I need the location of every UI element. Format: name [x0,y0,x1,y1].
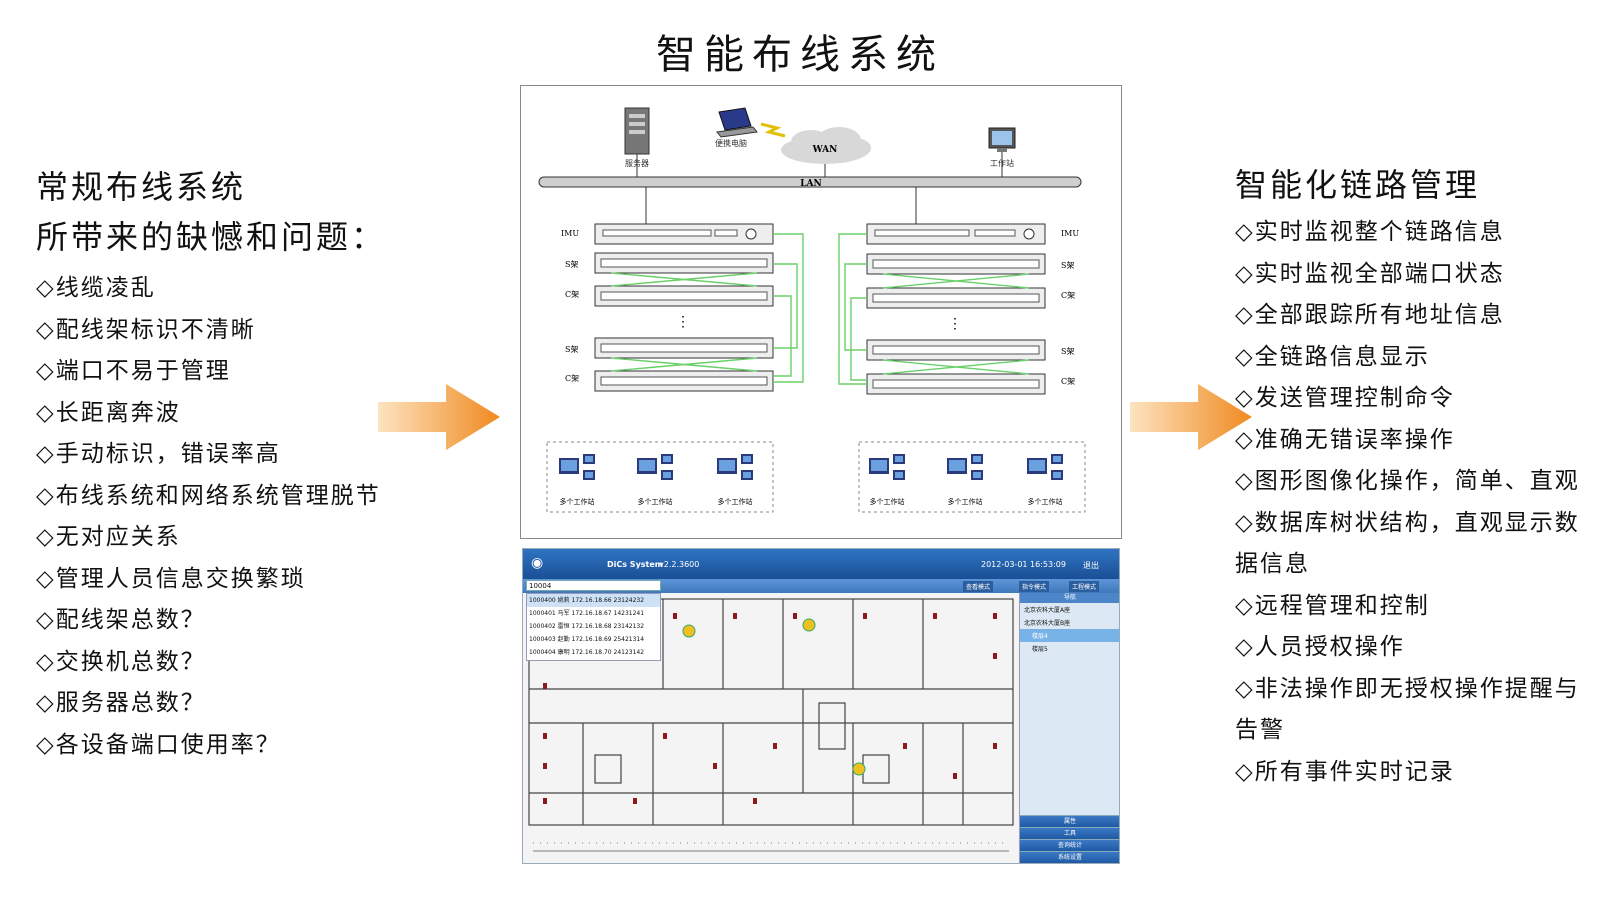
list-item: ◇发送管理控制命令 [1235,385,1455,411]
c-label-right-2: C架 [1061,377,1075,386]
workstation-group-icons [559,454,1063,480]
list-item: ◇端口不易于管理 [36,358,231,384]
list-item: ◇服务器总数？ [36,690,206,716]
tab-engineering[interactable]: 工程模式 [1069,581,1100,592]
list-item[interactable]: 1000404 康明 172.16.18.70 24123142 [529,649,645,656]
lightning-icon [760,122,786,138]
management-software-screenshot: ◉ DiCs System v2.2.3600 2012-03-01 16:53… [522,548,1120,864]
list-item: ◇远程管理和控制 [1235,592,1430,619]
list-item: ◇图形图像化操作，简单、直观 [1235,468,1580,494]
properties-button[interactable]: 属性 [1020,815,1119,827]
wifi-icon: ◉ [531,555,544,571]
s-label-right-1: S架 [1061,261,1074,270]
list-item: ◇交换机总数？ [36,648,206,675]
datetime: 2012-03-01 16:53:09 [981,560,1066,569]
ws-group-label: 多个工作站 [870,497,905,506]
s-label-right-2: S架 [1061,347,1074,356]
system-settings-button[interactable]: 系统设置 [1020,851,1119,863]
list-item: ◇人员授权操作 [1235,634,1405,660]
right-workstation-area [858,441,1086,513]
app-version: v2.2.3600 [659,560,700,569]
ws-group-label: 多个工作站 [560,497,595,506]
left-heading-line-1: 常规布线系统 [36,168,247,206]
lan-label: LAN [800,179,822,189]
list-item[interactable]: 1000402 雷恒 172.16.18.68 23142132 [529,623,645,630]
right-panel: 智能化链路管理 ◇实时监视整个链路信息 ◇实时监视全部端口状态 ◇全部跟踪所有地… [1235,160,1595,793]
lan-bus [538,176,1082,188]
list-item: ◇全部跟踪所有地址信息 [1235,302,1505,328]
svg-text:⋮: ⋮ [676,314,690,330]
left-workstation-area [546,441,774,513]
list-item: ◇布线系统和网络系统管理脱节 [36,482,381,509]
list-item: ◇全链路信息显示 [1235,343,1430,370]
laptop-label: 便携电脑 [715,138,747,148]
imu-label-left: IMU [561,229,579,238]
search-input[interactable]: 10004 [526,580,661,591]
list-item[interactable]: 1000401 马军 172.16.18.67 14231241 [529,610,645,617]
query-stats-button[interactable]: 查询统计 [1020,839,1119,851]
c-label-left-1: C架 [565,290,579,299]
app-header: ◉ DiCs System v2.2.3600 2012-03-01 16:53… [523,549,1119,579]
c-label-right-1: C架 [1061,291,1075,300]
list-item: ◇实时监视全部端口状态 [1235,260,1505,287]
list-item: ◇各设备端口使用率？ [36,731,281,758]
network-diagram: 服务器 便携电脑 WAN 工作站 LAN [520,85,1122,539]
wan-label: WAN [812,145,838,155]
nav-header: 导航 [1020,593,1119,603]
navigation-sidebar: 导航 北京农科大厦A座 北京农科大厦B座 楼层4 楼层5 属性 工具 查询统计 … [1019,593,1119,863]
right-feature-list: ◇实时监视整个链路信息 ◇实时监视全部端口状态 ◇全部跟踪所有地址信息 ◇全链路… [1235,212,1595,793]
page-title: 智能布线系统 [656,32,944,78]
left-heading-line-2: 所带来的缺憾和问题： [36,218,387,256]
tree-node[interactable]: 楼层4 [1020,629,1119,642]
list-item[interactable]: 1000403 赵勤 172.16.18.69 25421314 [529,636,645,643]
s-label-left-2: S架 [565,345,578,354]
left-panel: 常规布线系统 所带来的缺憾和问题： ◇线缆凌乱 ◇配线架标识不清晰 ◇端口不易于… [36,162,436,766]
list-item: ◇所有事件实时记录 [1235,758,1455,785]
logout-button[interactable]: 退出 [1083,561,1099,570]
list-item: ◇长距离奔波 [36,399,181,426]
imu-label-right: IMU [1061,229,1079,238]
list-item: ◇实时监视整个链路信息 [1235,219,1505,245]
right-heading: 智能化链路管理 [1235,166,1481,204]
list-item: ◇管理人员信息交换繁琐 [36,565,306,592]
laptop-icon [716,107,758,138]
server-icon [624,107,650,155]
right-rack: ⋮ [838,223,1046,395]
tree-node[interactable]: 楼层5 [1032,646,1048,653]
list-item: ◇配线架标识不清晰 [36,316,256,343]
sidebar-footer: 属性 工具 查询统计 系统设置 [1020,815,1119,863]
app-name: DiCs System [607,560,664,569]
ws-group-label: 多个工作站 [638,497,673,506]
svg-text:⋮: ⋮ [948,316,962,332]
left-issue-list: ◇线缆凌乱 ◇配线架标识不清晰 ◇端口不易于管理 ◇长距离奔波 ◇手动标识，错误… [36,268,436,766]
tree-node[interactable]: 北京农科大厦A座 [1024,607,1071,614]
cloud-icon [781,127,871,164]
list-item: ◇配线架总数？ [36,607,206,633]
arrow-right-icon [1130,384,1252,450]
tab-view[interactable]: 查看模式 [963,581,994,592]
list-item: ◇无对应关系 [36,524,181,550]
arrow-right-icon [378,384,500,450]
list-item[interactable]: 1000400 姚莉 172.16.18.66 23124232 [527,594,660,607]
search-results-list: 1000400 姚莉 172.16.18.66 23124232 1000401… [526,593,661,661]
tab-command[interactable]: 指令模式 [1019,581,1050,592]
list-item: ◇非法操作即无授权操作提醒与告警 [1235,675,1580,744]
ws-group-label: 多个工作站 [718,497,753,506]
tree-node[interactable]: 北京农科大厦B座 [1024,620,1071,627]
list-item: ◇准确无错误率操作 [1235,426,1455,453]
tools-button[interactable]: 工具 [1020,827,1119,839]
list-item: ◇线缆凌乱 [36,275,156,301]
ws-group-label: 多个工作站 [1028,497,1063,506]
list-item: ◇手动标识，错误率高 [36,441,281,467]
s-label-left-1: S架 [565,260,578,269]
location-pin-icons [682,618,866,776]
ws-group-label: 多个工作站 [948,497,983,506]
left-rack: ⋮ [594,223,804,392]
building-tree: 北京农科大厦A座 北京农科大厦B座 楼层4 楼层5 [1020,603,1119,655]
c-label-left-2: C架 [565,374,579,383]
list-item: ◇数据库树状结构，直观显示数据信息 [1235,509,1580,578]
workstation-icon [988,127,1016,152]
